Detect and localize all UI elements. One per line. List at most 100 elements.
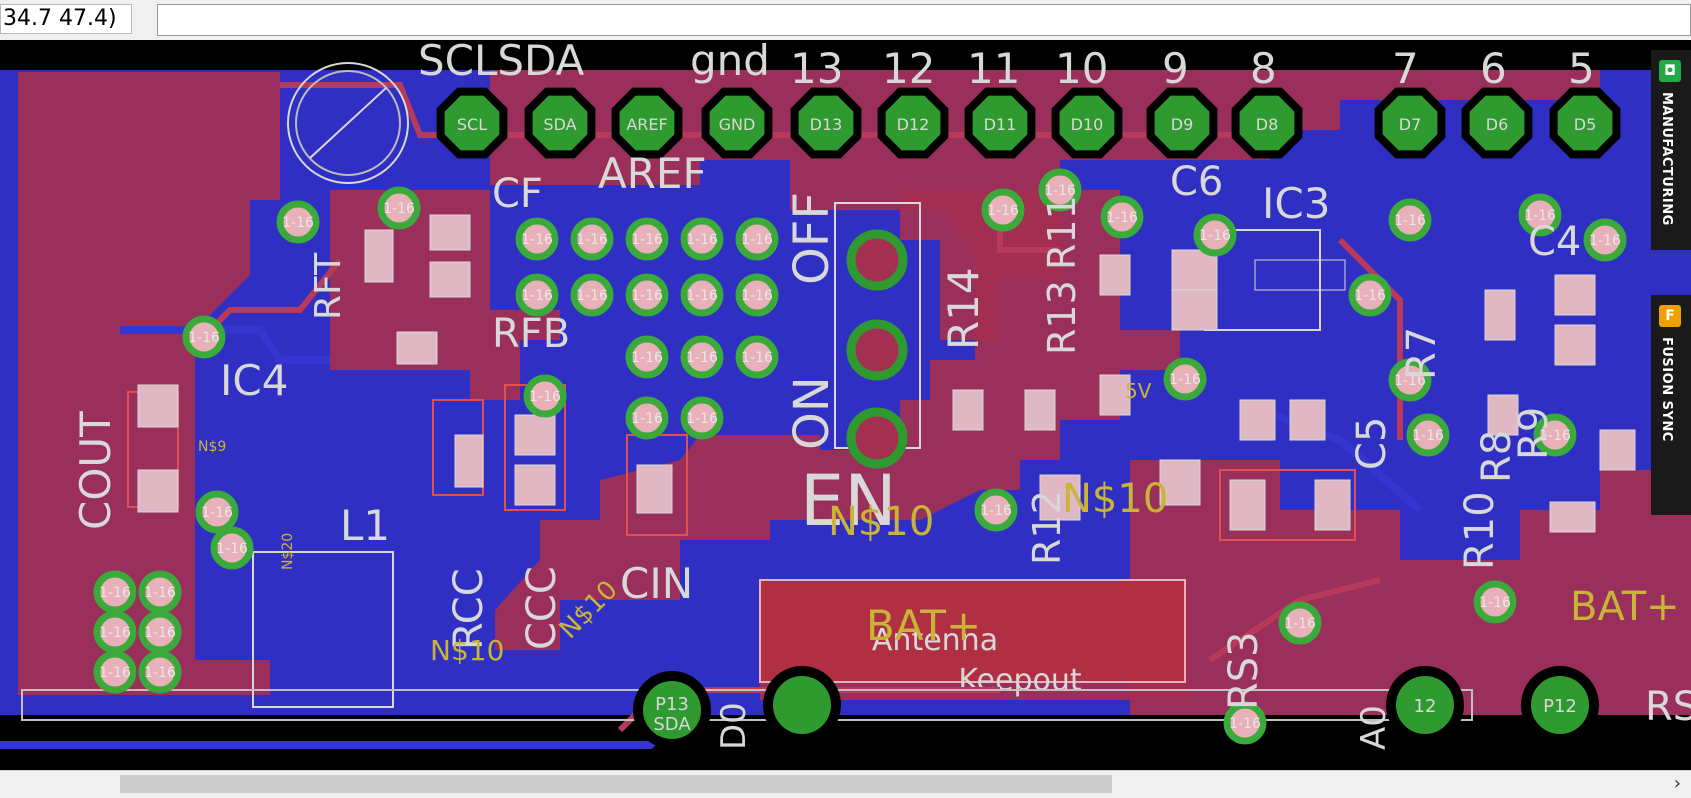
pcb-layout: Antenna Keepout <box>0 40 1691 770</box>
via-label: 1-16 <box>980 503 1012 519</box>
coordinate-readout: 34.7 47.4) <box>0 4 132 34</box>
via: 1-16 <box>1278 601 1322 645</box>
off-label: OFF <box>784 192 840 285</box>
manufacturing-panel-tab[interactable]: ◘ MANUFACTURING <box>1651 50 1691 250</box>
silk-labels: SCLSDA gnd 13 12 11 10 9 8 7 6 5 AREF CF… <box>71 40 1691 730</box>
via-label: 1-16 <box>521 288 553 304</box>
pcb-canvas[interactable]: Antenna Keepout <box>0 40 1691 770</box>
via-label: 1-16 <box>144 585 176 601</box>
via-label: 1-16 <box>631 288 663 304</box>
header-pad-label: D12 <box>897 115 930 134</box>
via-label: 1-16 <box>576 288 608 304</box>
via: 1-16 <box>625 335 669 379</box>
header-pad-label: SCL <box>457 115 487 134</box>
header-pad-label: GND <box>719 115 756 134</box>
via-label: 1-16 <box>529 389 561 405</box>
via: 1-16 <box>1100 195 1144 239</box>
header-pad: D7 <box>1374 87 1446 159</box>
command-input[interactable] <box>157 4 1691 36</box>
command-toolbar: 34.7 47.4) <box>0 0 1691 41</box>
via: 1-16 <box>1583 218 1627 262</box>
bottom-pad-12: 12 <box>1414 696 1437 717</box>
header-pad-label: D13 <box>810 115 843 134</box>
scrollbar-thumb[interactable] <box>120 775 1112 793</box>
r7-label: R7 <box>1399 327 1445 380</box>
header-label-6: 6 <box>1480 44 1507 93</box>
via: 1-16 <box>515 217 559 261</box>
header-label-sclsda: SCLSDA <box>418 40 585 85</box>
via: 1-16 <box>1533 413 1577 457</box>
via-group: 1-16 1-16 1-16 1-16 1-16 1-16 1-16 1-16 1-16 1-16… <box>93 168 1627 745</box>
via-label: 1-16 <box>144 665 176 681</box>
via: 1-16 <box>1223 701 1267 745</box>
via-label: 1-16 <box>99 665 131 681</box>
via-label: 1-16 <box>1394 213 1426 229</box>
antenna-keepout-zone: Antenna Keepout <box>759 579 1186 698</box>
via: 1-16 <box>625 273 669 317</box>
via: 1-16 <box>1388 198 1432 242</box>
via: 1-16 <box>138 570 182 614</box>
via-label: 1-16 <box>1539 428 1571 444</box>
net-labels: N$10 N$10 N$10 N$10 BAT+ BAT+ 5V N$9 N$2… <box>198 379 1680 667</box>
bottom-header: P13 SDA D0 A0 12 P12 <box>633 666 1599 750</box>
net-label-bat-plus-right: BAT+ <box>1570 584 1680 630</box>
via-label: 1-16 <box>1524 208 1556 224</box>
via-label: 1-16 <box>576 232 608 248</box>
fusion-sync-panel-tab[interactable]: F FUSION SYNC <box>1651 295 1691 515</box>
net-label-n20: N$20 <box>280 533 296 570</box>
r11-label: R11 <box>1040 195 1084 270</box>
header-label-7: 7 <box>1392 44 1419 93</box>
header-pad: SDA <box>524 87 596 159</box>
cout-label: COUT <box>71 411 120 530</box>
horizontal-scrollbar[interactable]: › <box>0 770 1691 798</box>
via: 1-16 <box>138 610 182 654</box>
via-label: 1-16 <box>201 505 233 521</box>
antenna-keepout-label-1: Antenna <box>872 623 998 658</box>
board-clearance <box>0 715 1691 770</box>
via: 1-16 <box>735 335 779 379</box>
via-label: 1-16 <box>1169 372 1201 388</box>
header-pad-label: D7 <box>1399 115 1422 134</box>
via-label: 1-16 <box>631 232 663 248</box>
via-label: 1-16 <box>1479 595 1511 611</box>
ic3-label: IC3 <box>1262 179 1330 228</box>
rs-label: RS <box>1645 684 1691 730</box>
via-label: 1-16 <box>631 411 663 427</box>
net-label-bat-plus: BAT+ <box>866 601 981 650</box>
via: 1-16 <box>93 570 137 614</box>
net-label-n10-right: N$10 <box>1062 476 1168 522</box>
via-label: 1-16 <box>383 201 415 217</box>
via-label: 1-16 <box>631 350 663 366</box>
via: 1-16 <box>735 217 779 261</box>
via-label: 1-16 <box>741 288 773 304</box>
switch-pad <box>846 407 908 469</box>
via: 1-16 <box>680 273 724 317</box>
via: 1-16 <box>735 273 779 317</box>
via-label: 1-16 <box>1354 288 1386 304</box>
rft-label: RFT <box>308 252 349 320</box>
header-pad: D6 <box>1461 87 1533 159</box>
scroll-right-arrow-icon[interactable]: › <box>1673 773 1681 794</box>
l1-label: L1 <box>340 501 390 550</box>
r9-label: R9 <box>1511 407 1557 460</box>
via-label: 1-16 <box>1044 183 1076 199</box>
via-label: 1-16 <box>1284 616 1316 632</box>
header-pad: D13 <box>790 87 862 159</box>
aref-label: AREF <box>598 149 707 198</box>
via: 1-16 <box>974 488 1018 532</box>
via: 1-16 <box>1348 273 1392 317</box>
fusion-icon: F <box>1659 305 1681 327</box>
via: 1-16 <box>680 335 724 379</box>
via-label: 1-16 <box>686 350 718 366</box>
bottom-pad-p12: P12 <box>1543 696 1577 717</box>
via-label: 1-16 <box>282 215 314 231</box>
r10-label: R10 <box>1457 491 1503 570</box>
via-label: 1-16 <box>1229 716 1261 732</box>
r13-label: R13 <box>1040 280 1084 355</box>
via: 1-16 <box>210 526 254 570</box>
via: 1-16 <box>625 217 669 261</box>
via: 1-16 <box>1388 358 1432 402</box>
via-label: 1-16 <box>144 625 176 641</box>
via-label: 1-16 <box>686 288 718 304</box>
